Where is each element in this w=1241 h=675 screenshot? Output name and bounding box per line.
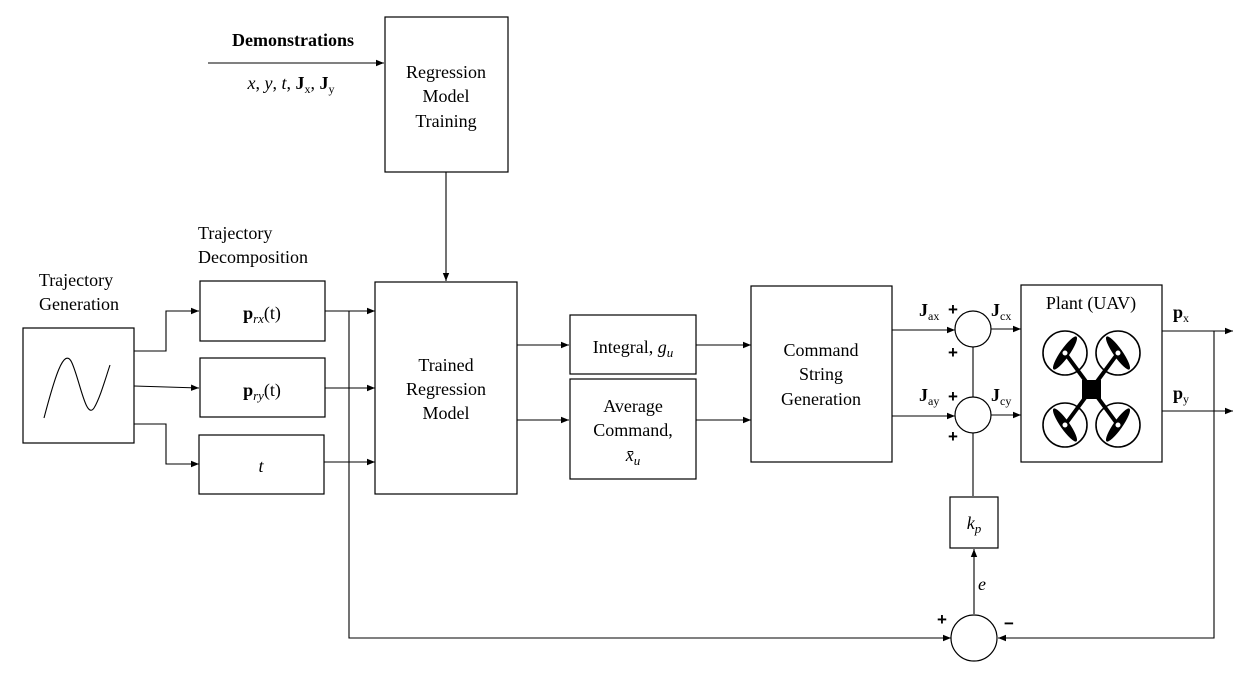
prx-label: prx(t): [243, 303, 281, 326]
plant-block: Plant (UAV): [1020, 284, 1163, 463]
output-feedback-wire: [998, 331, 1215, 642]
trajectory-generation-block: [22, 327, 135, 444]
px-label: px: [1173, 302, 1189, 325]
quadcopter-icon: [1042, 330, 1141, 448]
trained-model-line-3: Model: [423, 403, 470, 423]
gen-to-pry-wire: [133, 384, 200, 391]
jcy-label: Jcy: [991, 385, 1011, 408]
average-line-2: Command,: [593, 420, 673, 440]
command-line-3: Generation: [781, 389, 861, 409]
command-string-block: Command String Generation: [750, 285, 893, 463]
gen-to-t-wire: [134, 423, 199, 468]
plant-title: Plant (UAV): [1046, 293, 1136, 314]
trained-model-block: Trained Regression Model: [374, 281, 518, 495]
average-command-block: Average Command, x̄u: [569, 378, 697, 480]
error-label: e: [978, 574, 986, 594]
sum-junction-y: [954, 396, 992, 434]
trajectory-generation-label-1: Trajectory: [39, 270, 113, 290]
pry-label: pry(t): [243, 380, 281, 403]
demonstrations-title: Demonstrations: [232, 30, 354, 50]
t-label: t: [258, 456, 264, 476]
regression-training-block: Regression Model Training: [384, 16, 509, 173]
sum-y-plus-bottom: +: [948, 427, 958, 446]
trajectory-decomposition-label-2: Decomposition: [198, 247, 308, 267]
trained-model-line-1: Trained: [418, 355, 473, 375]
jay-label: Jay: [919, 385, 939, 408]
regression-training-line-2: Model: [423, 86, 470, 106]
comparator-plus: +: [937, 610, 947, 629]
command-line-2: String: [799, 364, 843, 384]
average-symbol: x̄u: [625, 445, 641, 468]
trajectory-decomposition-label-1: Trajectory: [198, 223, 272, 243]
sum-y-plus-top: +: [948, 387, 958, 406]
trajectory-generation-label-2: Generation: [39, 294, 119, 314]
sum-junction-x: [954, 310, 992, 348]
regression-training-line-1: Regression: [406, 62, 486, 82]
integral-label: Integral, gu: [593, 337, 674, 360]
gen-to-prx-wire: [134, 307, 199, 352]
prx-block: prx(t): [199, 280, 326, 342]
py-label: py: [1173, 383, 1189, 406]
pry-block: pry(t): [199, 357, 326, 418]
comparator-minus: −: [1004, 614, 1014, 633]
average-line-1: Average: [603, 396, 663, 416]
demonstrations-input: Demonstrations x, y, t, Jx, Jy: [208, 30, 384, 96]
jcx-label: Jcx: [991, 300, 1011, 323]
jax-label: Jax: [919, 300, 939, 323]
sum-x-plus-top: +: [948, 300, 958, 319]
t-block: t: [198, 434, 325, 495]
gain-label: kp: [967, 513, 982, 536]
sum-x-plus-bottom: +: [948, 343, 958, 362]
reference-feedback-wire: [348, 311, 951, 642]
regression-training-line-3: Training: [415, 111, 476, 131]
gain-block: kp: [949, 496, 999, 549]
integral-block: Integral, gu: [569, 314, 697, 375]
sine-wave-icon: [43, 357, 111, 419]
error-comparator: [950, 614, 998, 662]
command-line-1: Command: [784, 340, 859, 360]
demonstrations-variables: x, y, t, Jx, Jy: [246, 73, 334, 96]
trained-model-line-2: Regression: [406, 379, 486, 399]
